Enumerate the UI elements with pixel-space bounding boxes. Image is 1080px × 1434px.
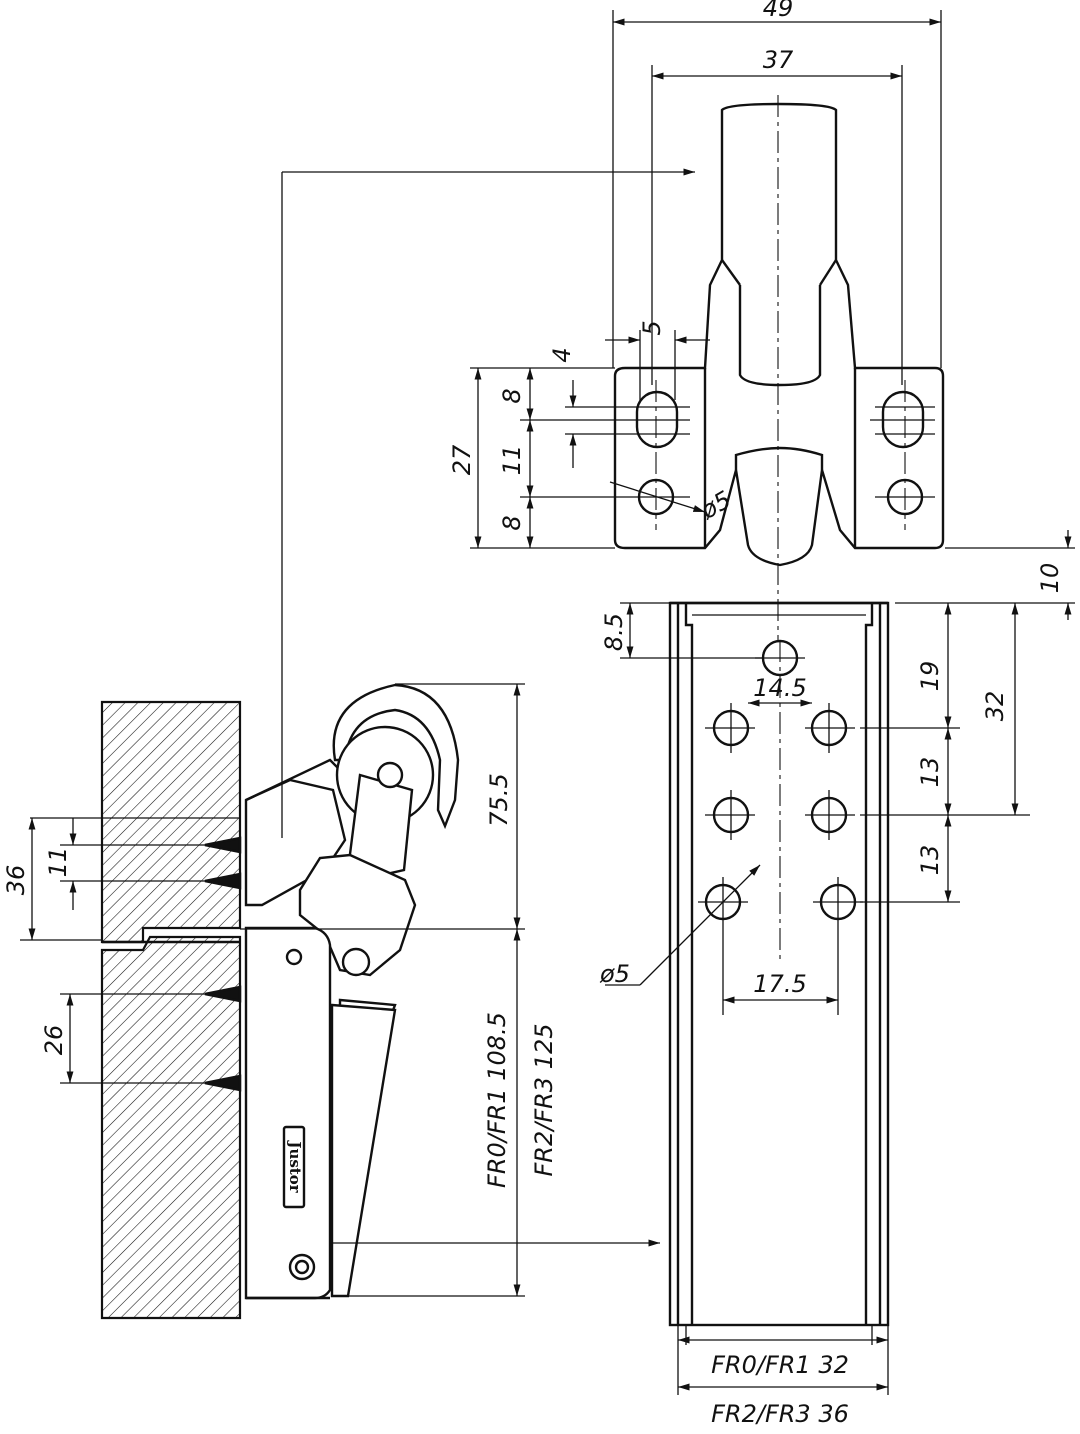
- dim-width-14-5: 14.5: [753, 674, 806, 702]
- dim-top-8: 8: [498, 388, 526, 403]
- brand-label: Justor: [286, 1139, 304, 1193]
- dim-plate-dia: ø5: [599, 960, 630, 988]
- dim-fr01-width: FR0/FR1 32: [711, 1351, 849, 1379]
- closer-body: Justor: [244, 926, 397, 1300]
- door-frame-section: [100, 700, 242, 1320]
- dim-slot-4: 4: [548, 347, 576, 362]
- closer-arm: [244, 683, 460, 1047]
- dim-arm-75-5: 75.5: [485, 773, 513, 826]
- bracket-dimensions: 49 37 5 4 8 11 8 27 ø5: [448, 0, 942, 549]
- dim-width-17-5: 17.5: [753, 970, 806, 998]
- dim-bracket-37: 37: [763, 46, 794, 74]
- dim-screw-26: 26: [40, 1025, 68, 1056]
- bracket-top-view: [565, 95, 945, 650]
- dim-slot-5: 5: [638, 320, 666, 335]
- dim-fr23-width: FR2/FR3 36: [711, 1400, 849, 1428]
- dim-pitch-13b: 13: [916, 845, 944, 876]
- dim-screw-36: 36: [2, 865, 30, 896]
- screws: [20, 817, 242, 1092]
- plate-dimensions: 8.5 19 13 13 32 14.5 17.5 ø5 FR0/FR1 32 …: [599, 602, 1030, 1428]
- dim-pitch-19: 19: [916, 661, 944, 692]
- dim-bottom-8: 8: [498, 515, 526, 530]
- mounting-plate: [668, 601, 890, 1327]
- dim-pitch-13a: 13: [916, 757, 944, 788]
- dim-mid-11: 11: [498, 445, 526, 476]
- dim-height-27: 27: [448, 444, 476, 475]
- gap-dimension: 10: [895, 530, 1075, 620]
- dim-screw-11: 11: [44, 847, 72, 878]
- dim-fr01-height: FR0/FR1 108.5: [483, 1012, 511, 1188]
- leader-lines: [281, 168, 695, 1247]
- dim-bracket-49: 49: [763, 0, 794, 22]
- side-height-dimensions: 75.5 FR0/FR1 108.5 FR2/FR3 125: [240, 683, 558, 1297]
- side-screw-dimensions: 36 11 26: [2, 818, 77, 1083]
- dim-fr23-height: FR2/FR3 125: [530, 1023, 558, 1176]
- dim-first-hole-8-5: 8.5: [600, 613, 628, 651]
- dim-span-32: 32: [981, 691, 1009, 722]
- dim-gap-10: 10: [1036, 563, 1064, 594]
